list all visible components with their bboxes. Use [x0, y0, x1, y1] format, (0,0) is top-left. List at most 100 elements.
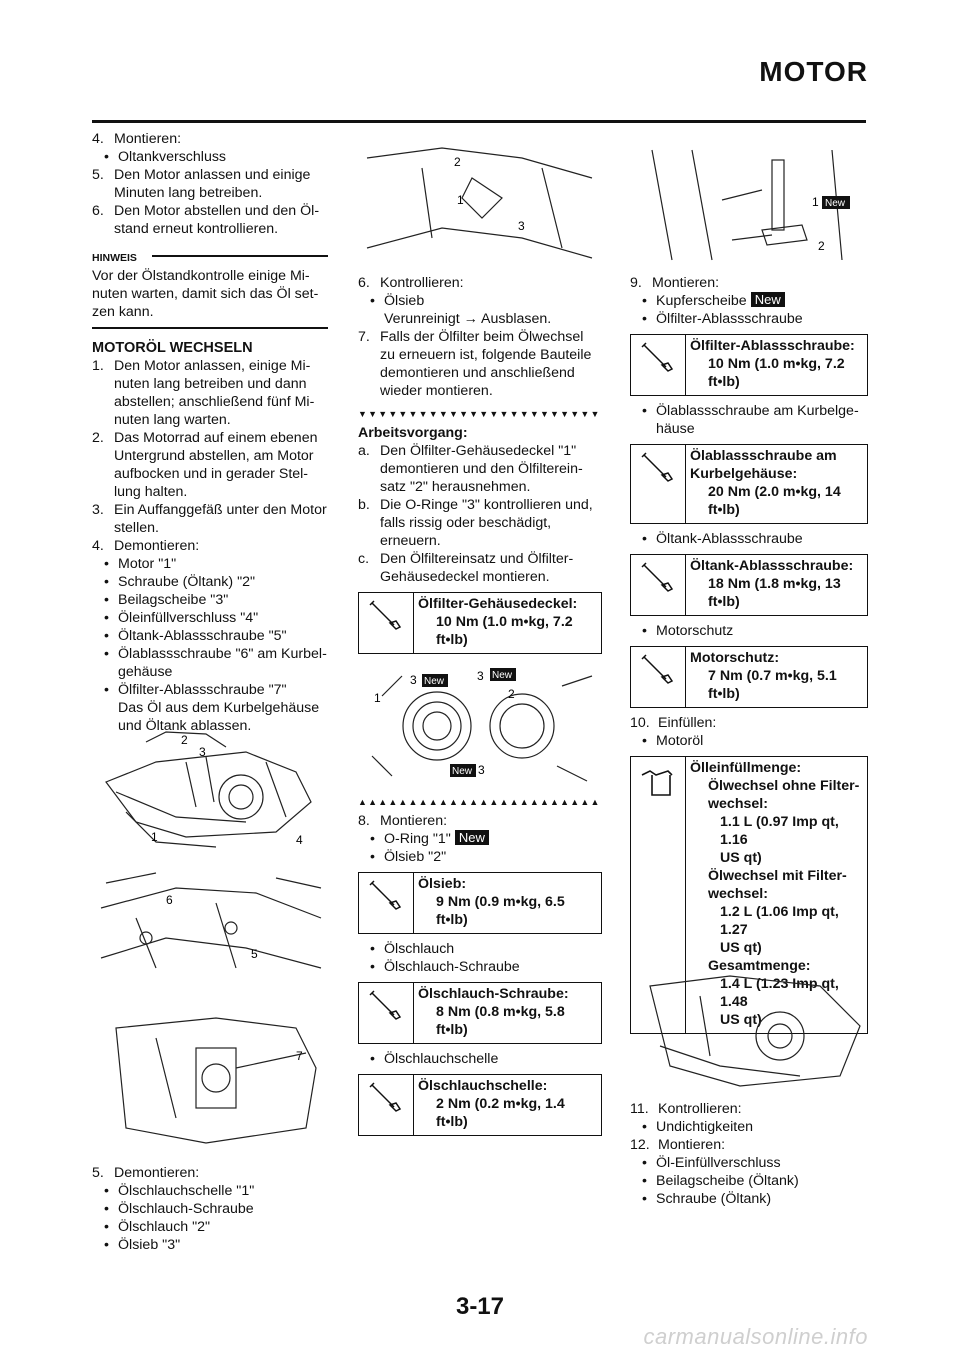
procedure-title: Arbeitsvorgang: [358, 425, 468, 441]
step-text: Einfüllen: [658, 715, 717, 731]
bullet-text: Motor "1" [92, 555, 328, 573]
callout-2: 2 [454, 155, 461, 169]
engine-figure-3: 7 [115, 1017, 317, 1144]
torque-wrench-icon [641, 342, 674, 372]
torque-box-oelfilter-deckel: Ölfilter-Gehäusedeckel: 10 Nm (1.0 m•kg, … [358, 592, 602, 654]
torque-value: 9 Nm (0.9 m•kg, 6.5 [436, 894, 565, 910]
torque-title: Ölschlauch-Schraube: [418, 986, 569, 1002]
engine-figure-5: 1 New 2 [651, 149, 850, 261]
step-text: Montieren: [114, 131, 182, 147]
step-number: 11. [630, 1101, 649, 1117]
page-title: MOTOR [759, 56, 868, 87]
step-text: Den Ölfilter-Gehäusedeckel "1" [380, 443, 577, 459]
step-number: 4. [92, 131, 104, 147]
step-line-cont: aufbocken und in gerader Stel- [114, 466, 309, 482]
callout-2: 2 [508, 687, 515, 701]
bullet-text: Öleinfüllverschluss "4" [92, 609, 328, 627]
procedure-start-marker: ▼▼▼▼▼▼▼▼▼▼▼▼▼▼▼▼▼▼▼▼▼▼▼▼▼▼▼▼ [358, 409, 602, 419]
bullet-text-cont: gehäuse [118, 664, 173, 680]
torque-title: Ölfilter-Gehäusedeckel: [418, 596, 578, 612]
torque-wrench-icon [641, 452, 674, 482]
step-line-cont: demontieren und den Ölfilterein- [380, 461, 583, 477]
step-line: b.Die O-Ringe "3" kontrollieren und, [358, 496, 602, 514]
section-title: MOTORÖL WECHSELN [92, 340, 253, 356]
step-line-cont: demontieren und anschließend [380, 365, 575, 381]
step-number: 9. [630, 275, 642, 291]
callout-3: 3 [518, 219, 525, 233]
bullet-text: Öltank-Ablassschraube "5" [92, 627, 328, 645]
hinweis-line: nuten warten, damit sich das Öl set- [92, 286, 319, 302]
capacity-value: 1.1 L (0.97 Imp qt, 1.16 [720, 814, 839, 848]
callout-2: 2 [818, 239, 825, 253]
header-rule [92, 120, 866, 123]
step-number: 7. [358, 329, 370, 345]
step-line: 6.Den Motor abstellen und den Öl- [92, 202, 328, 220]
torque-title: Motorschutz: [690, 650, 780, 666]
capacity-value: 1.2 L (1.06 Imp qt, 1.27 [720, 904, 839, 938]
callout-6: 6 [166, 893, 173, 907]
step-line: 5.Demontieren: [92, 1164, 328, 1182]
torque-value: 18 Nm (1.8 m•kg, 13 [708, 576, 841, 592]
step-line: 2.Das Motorrad auf einem ebenen [92, 429, 328, 447]
step-number: 5. [92, 167, 104, 183]
step-line-cont: stand erneut kontrollieren. [114, 221, 279, 237]
capacity-subtitle: wechsel: [708, 796, 768, 812]
step-text: Falls der Ölfilter beim Ölwechsel [380, 329, 584, 345]
capacity-subtitle: Ölwechsel ohne Filter- [708, 778, 860, 794]
bullet-text: Ölschlauch [358, 940, 602, 958]
bullet-text: Ölschlauch-Schraube [358, 958, 602, 976]
step-line: 4. Montieren: [92, 130, 328, 148]
torque-value: ft•lb) [708, 686, 740, 702]
step-text: Kontrollieren: [380, 275, 464, 291]
watermark: carmanualsonline.info [643, 1324, 868, 1349]
torque-title: Ölablassschraube am [690, 448, 837, 464]
bullet-text: Ölsieb [358, 292, 602, 310]
step-line-cont: Gehäusedeckel montieren. [380, 569, 550, 585]
capacity-value: US qt) [720, 940, 762, 956]
oil-capacity-box: Ölleinfüllmenge: Ölwechsel ohne Filter- … [630, 756, 868, 1034]
bullet-text: Beilagscheibe "3" [92, 591, 328, 609]
step-text: Demontieren: [114, 1165, 200, 1181]
step-number: b. [358, 497, 370, 513]
torque-box-oelfilter-ablassschraube: Ölfilter-Ablassschraube:10 Nm (1.0 m•kg,… [630, 334, 868, 396]
step-line-cont: satz "2" herausnehmen. [380, 479, 531, 495]
torque-value: ft•lb) [708, 594, 740, 610]
bullet-text: Ölsieb "3" [92, 1236, 328, 1254]
new-badge: New [424, 676, 445, 687]
step-number: 2. [92, 430, 104, 446]
step-text: Den Motor anlassen und einige [114, 167, 311, 183]
step-text: Den Ölfiltereinsatz und Ölfilter- [380, 551, 574, 567]
torque-value: ft•lb) [708, 502, 740, 518]
new-badge: New [454, 830, 489, 845]
bullet-text: Ölschlauchschelle [358, 1050, 602, 1068]
step-line: 6.Kontrollieren: [358, 274, 602, 292]
callout-1: 1 [457, 193, 464, 207]
bullet-text: Ölschlauchschelle "1" [92, 1182, 328, 1200]
bullet-text: Motoröl [630, 732, 868, 750]
torque-value: 8 Nm (0.8 m•kg, 5.8 [436, 1004, 565, 1020]
bullet-text-cont: Das Öl aus dem Kurbelgehäuse [118, 700, 320, 716]
col1-bottom-list: 5.Demontieren:Ölschlauchschelle "1"Ölsch… [92, 1164, 328, 1254]
col1-steps-list: 1.Den Motor anlassen, einige Mi-nuten la… [92, 357, 328, 735]
capacity-subtitle: Gesamtmenge: [708, 958, 811, 974]
callout-3: 3 [199, 745, 206, 759]
capacity-value: US qt) [720, 1012, 762, 1028]
new-badge: New [492, 670, 513, 681]
step-line-cont: erneuern. [380, 533, 441, 549]
torque-wrench-icon [369, 990, 402, 1020]
callout-7: 7 [296, 1049, 303, 1063]
step-number: a. [358, 443, 370, 459]
torque-value: 10 Nm (1.0 m•kg, 7.2 [436, 614, 573, 630]
step-number: c. [358, 551, 370, 567]
step-text: Den Motor anlassen, einige Mi- [114, 358, 311, 374]
step-line: 1.Den Motor anlassen, einige Mi- [92, 357, 328, 375]
step-line-cont: lung halten. [114, 484, 188, 500]
step-number: 8. [358, 813, 370, 829]
torque-title: Kurbelgehäuse: [690, 466, 798, 482]
callout-3: 3 [410, 673, 417, 687]
